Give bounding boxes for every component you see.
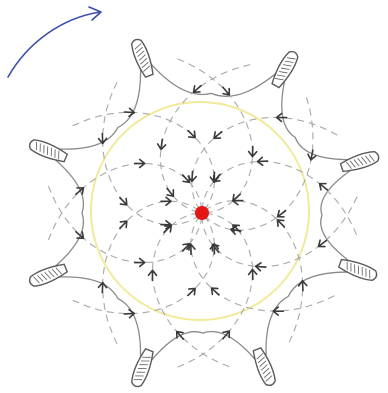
arm-tip [251, 347, 278, 388]
arm-tip [270, 49, 301, 89]
arm-tip [27, 262, 68, 289]
direction-arrow [257, 157, 267, 165]
direction-arrow [275, 207, 288, 219]
red-center-point [195, 206, 209, 220]
direction-arrow [249, 269, 257, 279]
arm-tip [338, 257, 379, 283]
direction-arrow [135, 258, 145, 266]
arm-tip [129, 348, 155, 389]
arm-tip [27, 137, 68, 164]
direction-arrow [233, 197, 243, 205]
direction-arrow [98, 133, 106, 143]
direction-arrow [124, 108, 134, 117]
direction-arrow [124, 309, 134, 318]
direction-arrow [249, 146, 257, 156]
direction-arrow [273, 307, 283, 315]
direction-arrow [135, 159, 145, 167]
spiral-flow-line [202, 162, 356, 235]
spiral-flow-line [48, 186, 201, 263]
spiral-flow-line [48, 164, 201, 241]
curved-flow-arrow [8, 7, 101, 77]
spiral-flow-line [178, 213, 253, 367]
direction-arrow [255, 262, 266, 271]
spiral-flow-line [153, 214, 230, 367]
direction-arrow [277, 113, 287, 121]
spiral-flow-line [192, 117, 337, 208]
arm-tip [340, 149, 381, 174]
direction-arrow [157, 139, 166, 150]
curved-arrow-shaft [8, 12, 100, 77]
direction-arrow [98, 282, 106, 292]
direction-arrow [298, 280, 307, 290]
arm-tip [129, 37, 155, 78]
direction-arrow [148, 270, 156, 280]
spiral-flow-line [202, 197, 357, 267]
direction-arrow [161, 197, 171, 205]
